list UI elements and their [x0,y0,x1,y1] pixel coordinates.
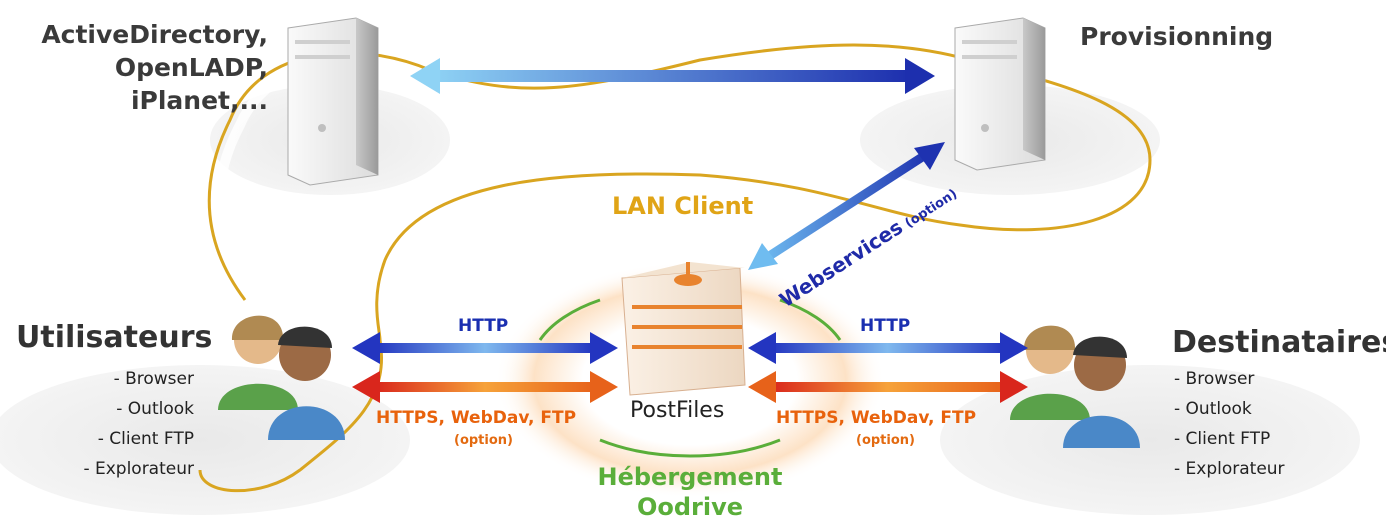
sync-arrow [410,58,935,94]
left-secure-label: HTTPS, WebDav, FTP [376,408,577,428]
left-option-label: (option) [454,433,513,448]
users-icon [218,315,345,440]
right-secure-arrow [748,371,1028,403]
postfiles-label: PostFiles [630,398,725,423]
right-secure-label: HTTPS, WebDav, FTP [776,408,977,428]
left-secure-arrow [352,371,618,403]
left-http-arrow [352,332,618,364]
recipients-list-item: - Client FTP [1174,429,1271,449]
provisioning-title: Provisionning [1080,22,1274,51]
users-title: Utilisateurs [16,320,213,355]
recipients-icon [1010,325,1140,448]
hosting-ring [538,298,842,458]
hosting-line: Oodrive [636,493,744,521]
users-list-item: - Client FTP [97,429,194,449]
left-http-label: HTTP [458,316,509,336]
lan-client-label: LAN Client [612,192,754,220]
right-option-label: (option) [856,433,915,448]
webservices-arrow [748,142,945,270]
users-list: - Browser - Outlook - Client FTP - Explo… [83,364,194,484]
directory-line: ActiveDirectory, [41,20,268,49]
recipients-list-item: - Outlook [1174,399,1252,419]
recipients-list-item: - Explorateur [1174,459,1285,479]
directory-server-icon [287,17,379,186]
directory-line: OpenLADP, [114,53,268,82]
recipients-list-item: - Browser [1174,369,1255,389]
users-list-item: - Explorateur [83,459,194,479]
users-list-item: - Outlook [116,399,194,419]
users-list-item: - Browser [113,369,194,389]
recipients-title: Destinataires [1172,325,1386,360]
directory-label: ActiveDirectory, OpenLADP, iPlanet,... [41,18,268,117]
provisioning-server-icon [954,17,1046,171]
directory-line: iPlanet,... [130,86,268,115]
right-http-arrow [748,332,1028,364]
hosting-label: Hébergement Oodrive [585,462,795,522]
postfiles-server-icon [621,262,746,396]
hosting-line: Hébergement [597,463,783,491]
right-http-label: HTTP [860,316,911,336]
recipients-list: - Browser - Outlook - Client FTP - Explo… [1174,364,1285,484]
